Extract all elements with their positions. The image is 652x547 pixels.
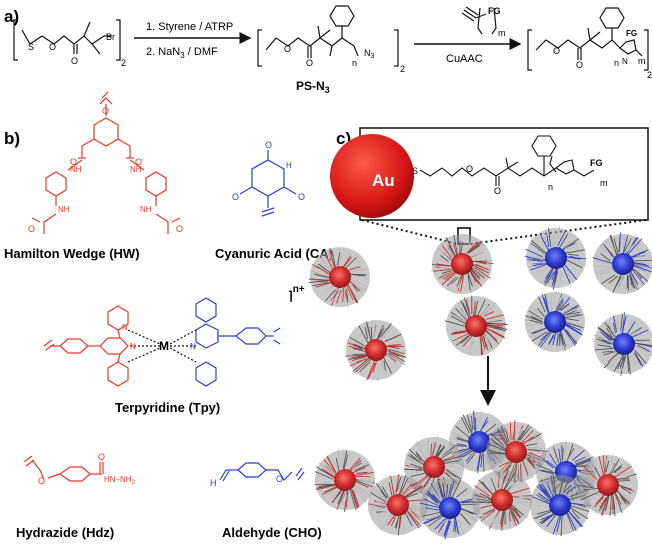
- aldehyde-label: Aldehyde (CHO): [222, 525, 322, 540]
- hamilton-wedge-label: Hamilton Wedge (HW): [4, 246, 140, 261]
- blue-core-nanoparticle: [593, 312, 652, 376]
- product-carbonyl-o: O: [576, 60, 583, 70]
- cyanuric-acid-structure: [239, 150, 297, 217]
- initiator-subscript: 2: [121, 58, 126, 68]
- product-triazole-n: N: [622, 57, 628, 66]
- ca-o-left: O: [232, 192, 239, 202]
- product-fg-label: FG: [626, 29, 637, 38]
- ca-o-right: O: [298, 192, 305, 202]
- grafted-polymer-chain: [419, 135, 595, 186]
- red-core-nanoparticle: [472, 468, 533, 531]
- hw-nh-bottom-left: NH: [58, 205, 70, 214]
- hdz-carbonyl-o: O: [98, 452, 105, 462]
- cyanuric-acid-label: Cyanuric Acid (CA): [215, 246, 333, 261]
- cho-aldehyde-h: H: [210, 478, 217, 488]
- alkyne-fg-reagent: [461, 6, 497, 35]
- red-core-nanoparticle: [308, 247, 370, 308]
- ca-o-top: O: [265, 140, 272, 150]
- zoom-line-left: [361, 219, 459, 245]
- terpyridine-complex-structure: [43, 297, 281, 387]
- ps-n3-n3: N3: [364, 48, 375, 60]
- hamilton-wedge-structure: [31, 91, 181, 234]
- blue-core-nanoparticle: [524, 226, 587, 290]
- hydrazide-structure: [23, 455, 104, 482]
- ps-n3-structure: [257, 5, 399, 67]
- inset-o-atom: O: [466, 164, 473, 174]
- hw-nh-right: NH: [130, 165, 142, 174]
- hdz-ether-o: O: [38, 476, 45, 486]
- panel-b-label: b): [4, 129, 20, 148]
- terpyridine-label: Terpyridine (Tpy): [115, 400, 220, 415]
- inset-carbonyl-o: O: [494, 186, 501, 196]
- alkyne-m-subscript: m: [498, 28, 506, 38]
- red-core-nanoparticle: [444, 295, 508, 357]
- red-core-nanoparticle: [431, 234, 494, 294]
- hw-carbonyl-o-left: O: [70, 157, 77, 167]
- ps-n3-carbonyl-o: O: [306, 58, 313, 68]
- inset-n-subscript: n: [548, 182, 553, 192]
- red-core-nanoparticle: [314, 449, 376, 513]
- hw-carbonyl-o-right: O: [135, 157, 142, 167]
- step2-label: 2. NaN3 / DMF: [146, 46, 218, 60]
- gold-nanoparticle: [330, 134, 414, 218]
- red-core-nanoparticle: [367, 474, 428, 536]
- tpy-n-center-right: N: [190, 342, 196, 351]
- blue-core-nanoparticle: [592, 232, 652, 294]
- nanoparticle-field: [308, 226, 652, 540]
- ps-n3-label: PS-N3: [296, 79, 330, 95]
- inset-fg-label: FG: [590, 158, 603, 168]
- red-core-nanoparticle: [344, 320, 407, 382]
- hw-nh-bottom-right: NH: [140, 205, 152, 214]
- hw-nh-left: NH: [70, 165, 82, 174]
- product-o-atom: O: [553, 46, 560, 56]
- initiator-carbonyl-o: O: [71, 56, 78, 66]
- aldehyde-structure: [219, 462, 305, 482]
- charge-label: ⌉n+: [288, 284, 305, 303]
- triazole-product-structure: [527, 7, 649, 71]
- ps-n3-o-atom: O: [284, 44, 291, 54]
- product-m-subscript: m: [638, 56, 646, 66]
- product-subscript-2: 2: [647, 70, 652, 80]
- inset-m-subscript: m: [600, 178, 608, 188]
- blue-core-nanoparticle: [419, 477, 480, 540]
- gold-label: Au: [372, 171, 395, 190]
- red-core-nanoparticle: [486, 420, 548, 483]
- metal-center: M: [159, 339, 169, 353]
- tpy-n-top-left: N: [122, 323, 128, 332]
- initiator-br-atom: Br: [106, 32, 115, 42]
- hw-ether-o: O: [102, 106, 109, 116]
- initiator-o-atom: O: [49, 42, 56, 52]
- ps-n3-subscript-2: 2: [400, 64, 405, 74]
- step1-label: 1. Styrene / ATRP: [146, 21, 233, 33]
- initiator-structure: [13, 19, 121, 61]
- cuaac-label: CuAAC: [446, 53, 483, 65]
- red-core-nanoparticle: [577, 454, 638, 517]
- ps-n3-n-subscript: n: [352, 58, 357, 68]
- hw-pivaloyl-o-left: O: [28, 224, 35, 234]
- blue-core-nanoparticle: [523, 292, 585, 353]
- blue-core-nanoparticle: [530, 474, 592, 537]
- panel-a-label: a): [4, 7, 19, 26]
- cho-ether-o: O: [276, 474, 283, 484]
- initiator-s-atom: S: [28, 42, 34, 52]
- inset-s-atom: S: [412, 166, 418, 176]
- hw-pivaloyl-o-right: O: [176, 224, 183, 234]
- ca-nh: H: [286, 161, 292, 170]
- tpy-n-center-left: N: [130, 342, 136, 351]
- hydrazide-label: Hydrazide (Hdz): [16, 525, 114, 540]
- alkyne-fg-label: FG: [488, 6, 501, 16]
- hdz-hydrazide-group: HN–NH2: [104, 475, 136, 486]
- product-n-subscript: n: [614, 58, 619, 68]
